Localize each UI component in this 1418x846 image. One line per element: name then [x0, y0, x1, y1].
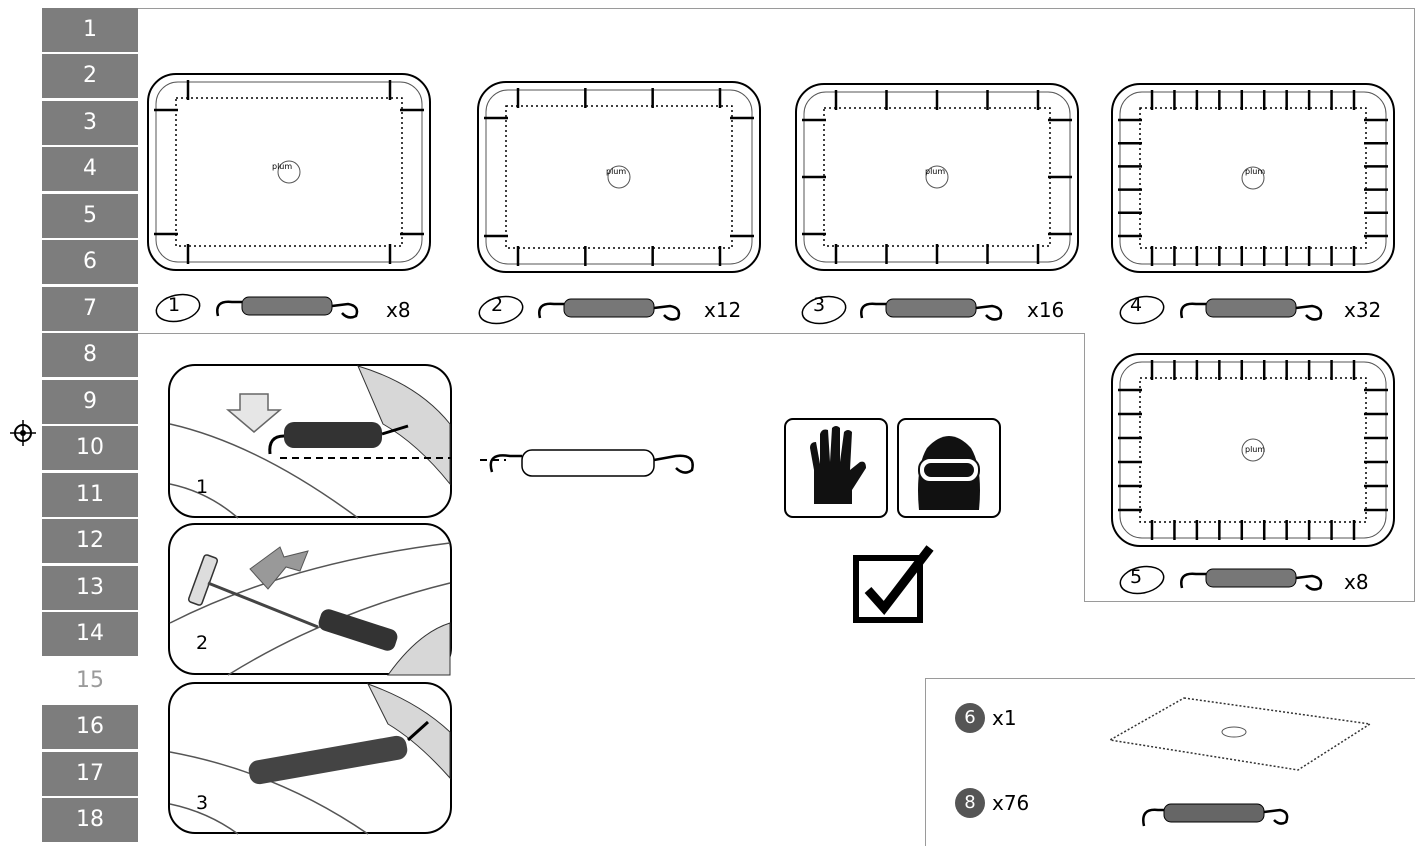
stage-1-spring-coil: [241, 296, 333, 316]
stage-1-number-oval: [155, 293, 201, 323]
part-8-badge: 8: [955, 788, 985, 818]
stage-5-number: 5: [1130, 566, 1143, 588]
stage-5-spring-hook-left: [1180, 572, 1206, 589]
page-tab-5[interactable]: 5: [42, 194, 138, 238]
page-tab-8[interactable]: 8: [42, 333, 138, 377]
stage-3-spring-coil: [885, 298, 977, 318]
middle-divider-line: [138, 333, 1084, 334]
step-2-panel: [168, 523, 452, 676]
stage-2-mat: [505, 105, 733, 249]
checkbox-checked-icon: [853, 545, 934, 623]
jump-mat-illustration: [1107, 697, 1373, 771]
stage-4-logo-ring: [1241, 166, 1265, 190]
page-tab-6[interactable]: 6: [42, 240, 138, 284]
stage-5-quantity: x8: [1344, 570, 1369, 594]
page-tab-14[interactable]: 14: [42, 612, 138, 656]
mat-logo-5: plum: [1245, 445, 1266, 454]
stage-5-logo-ring: [1241, 438, 1265, 462]
stage-2-spring-hook-right: [653, 304, 681, 321]
gloves-icon: [784, 418, 888, 518]
parts-box-left-line: [925, 678, 926, 846]
stage-1-frame-inner: [155, 81, 423, 263]
stage-2-spring-coil: [563, 298, 655, 318]
part-6-quantity: x1: [992, 706, 1017, 730]
stage-2-logo-ring: [607, 165, 631, 189]
page-tab-12[interactable]: 12: [42, 519, 138, 563]
step-2-number: 2: [196, 632, 209, 654]
mat-logo-2: plum: [606, 167, 627, 176]
stage-4-mat: [1139, 107, 1367, 249]
step-3-number: 3: [196, 792, 209, 814]
page-tab-18[interactable]: 18: [42, 798, 138, 842]
stage-3-logo-ring: [925, 165, 949, 189]
spring-illustration: [1142, 803, 1289, 827]
stage-5-mat: [1139, 377, 1367, 523]
page-tab-1[interactable]: 1: [42, 8, 138, 52]
stage-4-spring-hook-left: [1180, 302, 1206, 319]
stage-2-frame-inner: [485, 89, 753, 265]
page-tab-16[interactable]: 16: [42, 705, 138, 749]
step-3-panel: [168, 682, 452, 835]
page-tab-3[interactable]: 3: [42, 101, 138, 145]
mat-logo-3: plum: [925, 167, 946, 176]
stage5-left-line: [1084, 333, 1085, 602]
stage-1-quantity: x8: [386, 298, 411, 322]
registration-mark-icon: [10, 420, 36, 446]
stage-3-number-oval: [801, 295, 847, 325]
stage-1-number: 1: [168, 294, 181, 316]
page-tab-17[interactable]: 17: [42, 752, 138, 796]
stage-1-logo-ring: [277, 160, 301, 184]
page-tab-9[interactable]: 9: [42, 380, 138, 424]
stage-5-spring-coil: [1205, 568, 1297, 588]
part-8-quantity: x76: [992, 791, 1030, 815]
parts-box-top-line: [925, 678, 1415, 679]
page-tab-10[interactable]: 10: [42, 426, 138, 470]
page-tab-11[interactable]: 11: [42, 473, 138, 517]
stage-4-spring-coil: [1205, 298, 1297, 318]
part-6-badge: 6: [955, 703, 985, 733]
mat-logo-1: plum: [272, 162, 293, 171]
page-tab-2[interactable]: 2: [42, 54, 138, 98]
stage-5-number-oval: [1119, 565, 1165, 595]
stage-2-spring-hook-left: [538, 302, 564, 319]
stage-1-spring-hook-left: [216, 300, 242, 317]
stage-3-number: 3: [813, 294, 826, 316]
stage-3-quantity: x16: [1027, 298, 1065, 322]
page-tab-13[interactable]: 13: [42, 566, 138, 610]
stage-4-number: 4: [1130, 294, 1143, 316]
stage-4-number-oval: [1119, 295, 1165, 325]
stage-4-spring-hook-right: [1295, 304, 1323, 321]
step-1-number: 1: [196, 476, 209, 498]
stage-1-spring-hook-right: [331, 302, 359, 319]
safety-goggles-icon: [897, 418, 1001, 518]
stage-5-frame-inner: [1119, 361, 1387, 539]
page-tab-4[interactable]: 4: [42, 147, 138, 191]
page-tab-15-current[interactable]: 15: [42, 659, 138, 703]
top-frame-line: [138, 8, 1414, 9]
stage-3-spring-hook-right: [975, 304, 1003, 321]
step-1-panel: [168, 364, 452, 519]
stage-2-number-oval: [478, 295, 524, 325]
stage-5-spring-hook-right: [1295, 574, 1323, 591]
stage-3-mat: [823, 107, 1051, 247]
stage-2-number: 2: [491, 294, 504, 316]
stage-3-spring-hook-left: [860, 302, 886, 319]
page-tab-7[interactable]: 7: [42, 287, 138, 331]
mat-logo-4: plum: [1245, 167, 1266, 176]
right-frame-line: [1414, 8, 1415, 602]
stage-4-quantity: x32: [1344, 298, 1382, 322]
stage-2-quantity: x12: [704, 298, 742, 322]
loose-spring-illustration: [480, 449, 694, 477]
stage5-bottom-line: [1084, 601, 1415, 602]
stage-1-mat: [175, 97, 403, 247]
stage-4-frame-inner: [1119, 91, 1387, 265]
